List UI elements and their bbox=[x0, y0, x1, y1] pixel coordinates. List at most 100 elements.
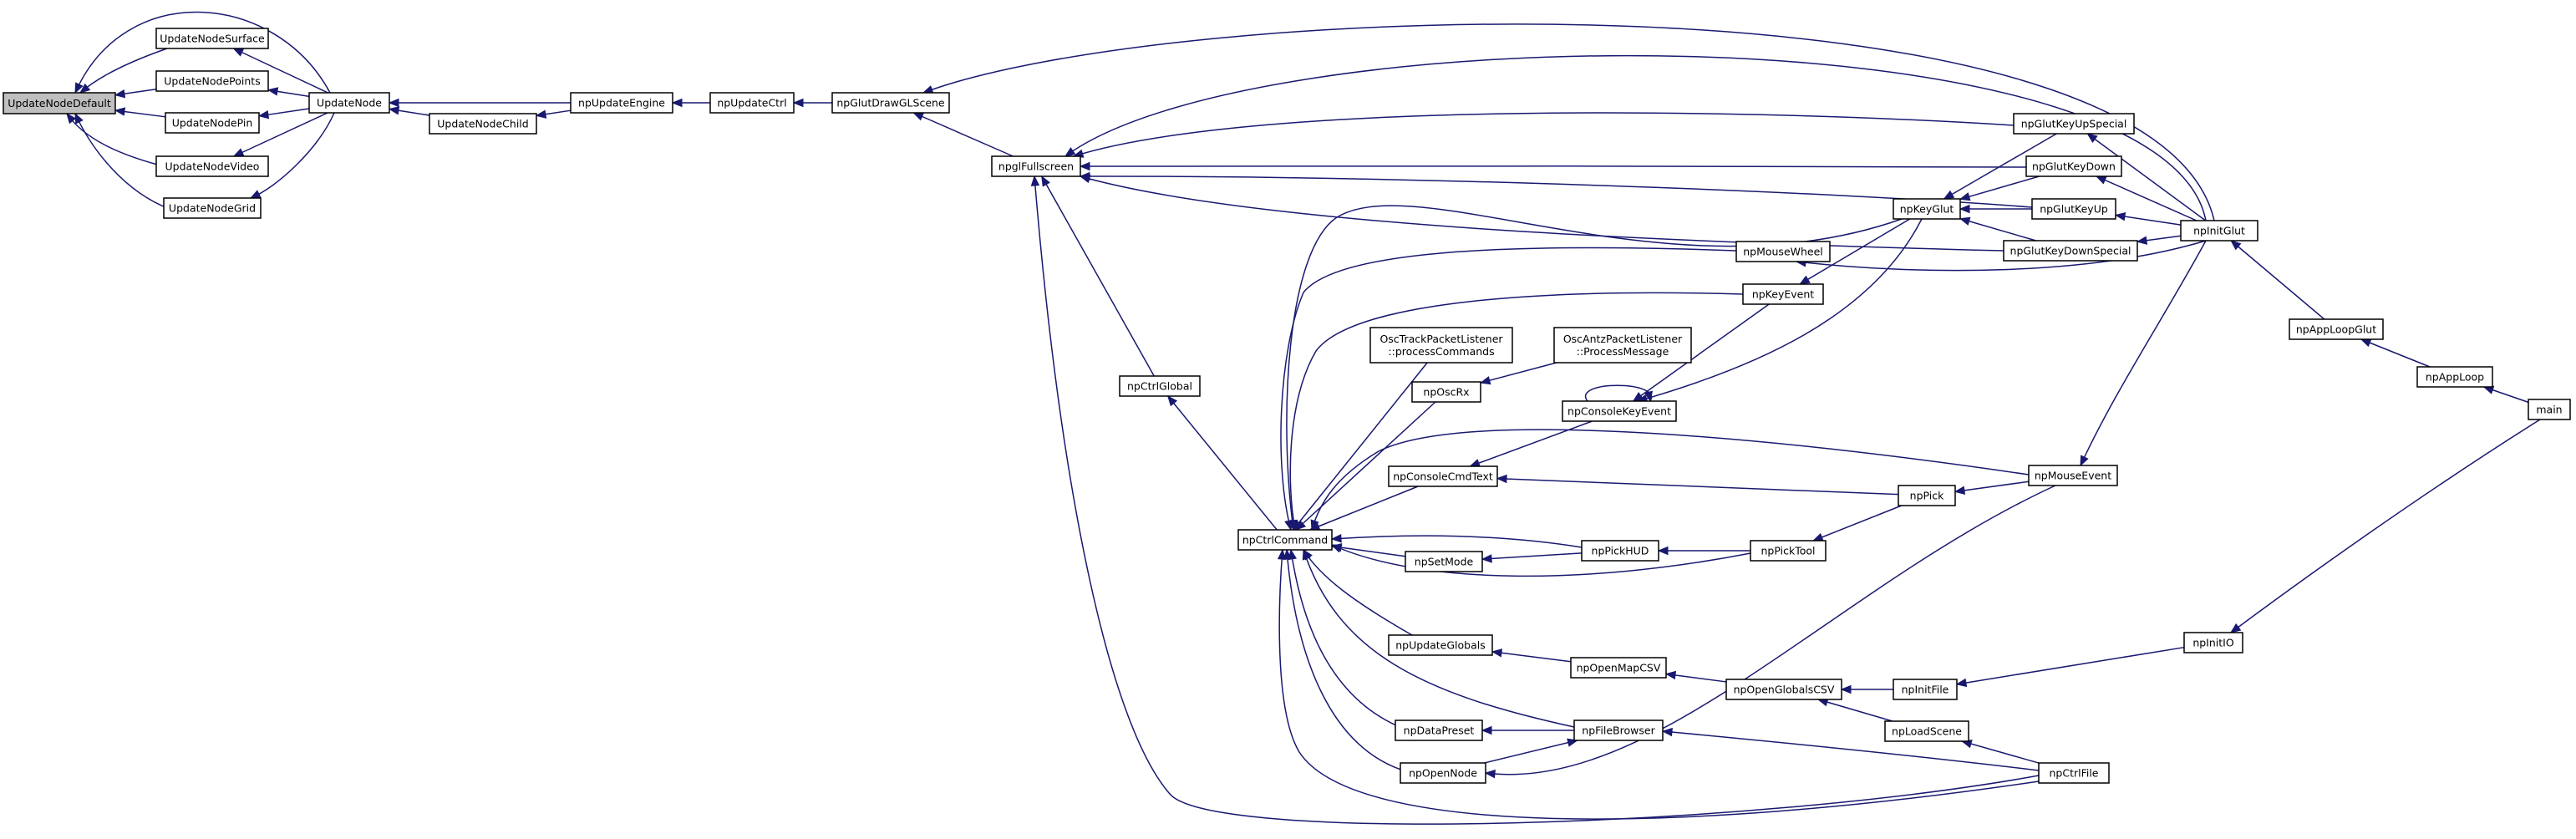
node-label: npGlutKeyDownSpecial bbox=[2010, 245, 2131, 257]
edge-npctrlfile-to-npglfullscreen bbox=[1034, 175, 2040, 825]
node-npopennode[interactable]: npOpenNode bbox=[1400, 762, 1486, 784]
node-label: UpdateNodeDefault bbox=[8, 97, 111, 109]
node-npglfullscreen[interactable]: npglFullscreen bbox=[991, 155, 1081, 177]
node-box bbox=[1553, 327, 1692, 364]
node-npinitfile[interactable]: npInitFile bbox=[1893, 679, 1958, 700]
node-box bbox=[2003, 240, 2138, 262]
node-box bbox=[165, 112, 260, 134]
edge-updatenodepoints-to-updatenodedefault-arrowhead bbox=[114, 89, 126, 99]
edge-npglutkeyup-to-npglfullscreen bbox=[1080, 175, 2033, 208]
node-main[interactable]: main bbox=[2528, 399, 2571, 420]
node-npglutdrawglscene[interactable]: npGlutDrawGLScene bbox=[831, 92, 950, 114]
node-box bbox=[2013, 113, 2135, 135]
edge-nppicktool-to-npctrlcommand bbox=[1331, 544, 1751, 577]
edge-nppick-to-npconsolecmdtext bbox=[1496, 477, 1899, 496]
edge-npinitglut-to-npglutkeyup-arrowhead bbox=[2114, 211, 2126, 221]
edge-npopenmapcsv-to-npupdateglobals-arrowhead bbox=[1491, 648, 1503, 658]
node-nppick[interactable]: npPick bbox=[1898, 485, 1956, 506]
node-box bbox=[1411, 381, 1481, 403]
edge-npmouseevent-to-npopennode bbox=[1485, 485, 2056, 775]
node-box bbox=[2180, 220, 2258, 242]
edge-npinitglut-to-npglutkeydownspecial-arrowhead bbox=[2136, 236, 2148, 245]
node-updatenodedefault[interactable]: UpdateNodeDefault bbox=[3, 92, 116, 114]
node-label: npInitIO bbox=[2192, 637, 2234, 649]
edge-npapploop-to-npapploopglut-arrowhead bbox=[2360, 338, 2372, 348]
node-npkeyevent[interactable]: npKeyEvent bbox=[1742, 283, 1824, 305]
node-label: npMouseEvent bbox=[2035, 470, 2111, 482]
node-label: npPickTool bbox=[1761, 545, 1816, 557]
node-nppickhud[interactable]: npPickHUD bbox=[1581, 540, 1659, 562]
node-updatenodechild[interactable]: UpdateNodeChild bbox=[429, 113, 537, 135]
node-label: npInitGlut bbox=[2193, 225, 2245, 237]
edge-npfilebrowser-to-npctrlcommand bbox=[1303, 549, 1575, 728]
edge-npinitglut-to-npglutkeyupspecial-arrowhead bbox=[2086, 133, 2098, 144]
node-label: npOscRx bbox=[1423, 386, 1469, 399]
node-label: npOpenNode bbox=[1409, 767, 1477, 780]
node-label: OscAntzPacketListener bbox=[1563, 333, 1683, 345]
node-npupdatectrl[interactable]: npUpdateCtrl bbox=[709, 92, 795, 114]
node-npinitio[interactable]: npInitIO bbox=[2183, 632, 2243, 653]
node-box bbox=[1898, 485, 1956, 506]
node-nposcrx[interactable]: npOscRx bbox=[1411, 381, 1481, 403]
node-npctrlglobal[interactable]: npCtrlGlobal bbox=[1119, 375, 1201, 397]
node-label: UpdateNodeVideo bbox=[165, 160, 260, 173]
node-updatenodegrid[interactable]: UpdateNodeGrid bbox=[163, 197, 262, 219]
edge-npkeyglut-to-npctrlcommand bbox=[1286, 205, 1903, 531]
node-npconsolecmdtext[interactable]: npConsoleCmdText bbox=[1388, 465, 1498, 487]
node-npglutkeydownspecial[interactable]: npGlutKeyDownSpecial bbox=[2003, 240, 2138, 262]
node-npglutkeyupspecial[interactable]: npGlutKeyUpSpecial bbox=[2013, 113, 2135, 135]
edge-npconsolekeyevent-to-npconsolecmdtext bbox=[1470, 420, 1593, 467]
node-npupdateengine[interactable]: npUpdateEngine bbox=[570, 92, 673, 114]
node-npapploop[interactable]: npAppLoop bbox=[2416, 366, 2493, 388]
node-box bbox=[1369, 327, 1513, 364]
node-updatenode[interactable]: UpdateNode bbox=[308, 92, 390, 114]
node-updatenodesurface[interactable]: UpdateNodeSurface bbox=[155, 28, 269, 49]
node-npmousewheel[interactable]: npMouseWheel bbox=[1735, 241, 1831, 262]
edge-npglutkeyupspecial-to-npglfullscreen bbox=[1073, 112, 2015, 157]
node-npmouseevent[interactable]: npMouseEvent bbox=[2028, 465, 2118, 486]
node-label: npKeyGlut bbox=[1900, 203, 1954, 216]
node-npglutkeyup[interactable]: npGlutKeyUp bbox=[2031, 198, 2116, 220]
edge-main-to-npinitio-arrowhead bbox=[2229, 623, 2242, 633]
node-nploadscene[interactable]: npLoadScene bbox=[1884, 720, 1969, 742]
node-label: npFileBrowser bbox=[1582, 725, 1655, 737]
node-updatenodepoints[interactable]: UpdateNodePoints bbox=[155, 70, 269, 92]
node-box bbox=[991, 155, 1081, 177]
edge-npinitio-to-npinitfile bbox=[1956, 646, 2185, 685]
node-npopenglobalscsv[interactable]: npOpenGlobalsCSV bbox=[1725, 679, 1842, 700]
node-npdatapreset[interactable]: npDataPreset bbox=[1395, 720, 1483, 741]
node-label: npOpenMapCSV bbox=[1577, 662, 1661, 674]
edge-npinitglut-to-npglutkeydown bbox=[2096, 175, 2197, 221]
edge-npinitio-to-npinitfile-arrowhead bbox=[1955, 678, 1968, 688]
edge-npglutdrawglscene-to-npupdatectrl-arrowhead bbox=[792, 98, 804, 108]
node-npctrlcommand[interactable]: npCtrlCommand bbox=[1237, 529, 1333, 551]
node-updatenodevideo[interactable]: UpdateNodeVideo bbox=[155, 155, 269, 177]
node-box bbox=[429, 113, 537, 135]
node-oscantzpacketlistener[interactable]: OscAntzPacketListener::ProcessMessage bbox=[1553, 327, 1692, 364]
node-label: npCtrlCommand bbox=[1242, 534, 1328, 547]
node-npconsolekeyevent[interactable]: npConsoleKeyEvent bbox=[1562, 400, 1677, 422]
node-npapploopglut[interactable]: npAppLoopGlut bbox=[2289, 318, 2384, 340]
node-npopenmapcsv[interactable]: npOpenMapCSV bbox=[1570, 657, 1667, 679]
node-box bbox=[1581, 540, 1659, 562]
edge-npglutkeydown-to-npkeyglut-arrowhead bbox=[1959, 192, 1971, 201]
edge-npmouseevent-to-npctrlcommand bbox=[1311, 429, 2030, 531]
edge-npinitglut-to-npglutkeyupspecial bbox=[2086, 133, 2207, 221]
edge-npctrlfile-to-npfilebrowser bbox=[1662, 730, 2040, 771]
node-npupdateglobals[interactable]: npUpdateGlobals bbox=[1388, 634, 1493, 656]
node-npfilebrowser[interactable]: npFileBrowser bbox=[1573, 720, 1664, 741]
edge-nppickhud-to-npctrlcommand-arrowhead bbox=[1330, 534, 1342, 543]
node-osctrackpacketlistener[interactable]: OscTrackPacketListener::processCommands bbox=[1369, 327, 1513, 364]
node-npkeyglut[interactable]: npKeyGlut bbox=[1893, 198, 1961, 220]
node-npglutkeydown[interactable]: npGlutKeyDown bbox=[2025, 155, 2122, 177]
node-updatenodepin[interactable]: UpdateNodePin bbox=[165, 112, 260, 134]
node-nppicktool[interactable]: npPickTool bbox=[1750, 540, 1827, 562]
node-npsetmode[interactable]: npSetMode bbox=[1405, 551, 1483, 572]
edge-npctrlcommand-to-npctrlglobal-arrowhead bbox=[1166, 394, 1178, 407]
edge-updatenode-to-updatenodedefault bbox=[74, 11, 331, 94]
edge-npkeyglut-to-npctrlcommand-arrowhead bbox=[1288, 519, 1297, 531]
edge-npglutkeydown-to-npglfullscreen-arrowhead bbox=[1079, 161, 1090, 171]
node-npinitglut[interactable]: npInitGlut bbox=[2180, 220, 2258, 242]
edge-npsetmode-to-npctrlcommand bbox=[1331, 545, 1406, 557]
node-npctrlfile[interactable]: npCtrlFile bbox=[2038, 762, 2110, 784]
